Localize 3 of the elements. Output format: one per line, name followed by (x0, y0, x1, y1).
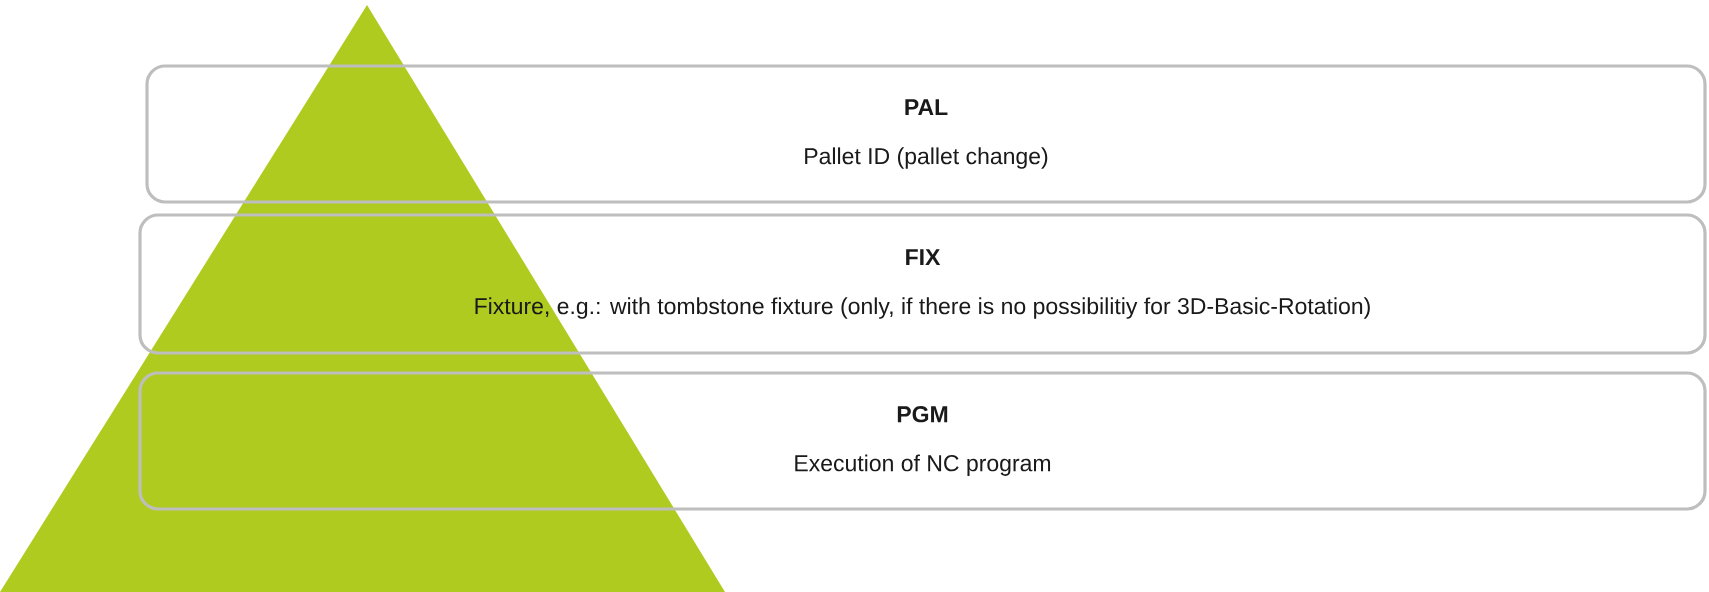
layer-box: FIX Fixture, e.g.: with tombstone fixture (only, if there is no possibilitiy for 3D-Basic-Rotation) (138, 213, 1707, 355)
layer-box: PGM Execution of NC program (138, 371, 1707, 511)
layer-box: PAL Pallet ID (pallet change) (145, 64, 1707, 204)
